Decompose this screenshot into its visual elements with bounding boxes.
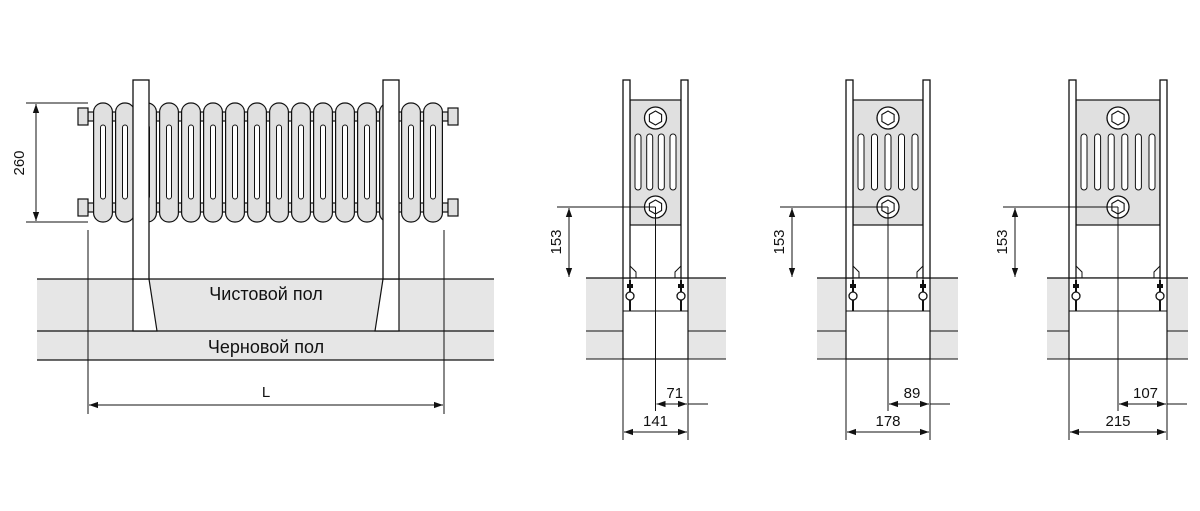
section-slot	[254, 124, 260, 200]
left-leg	[132, 79, 150, 280]
section-slot	[364, 124, 370, 200]
right-bolt-icon	[918, 291, 928, 301]
center-height-label: 153	[994, 229, 1011, 254]
section-slot	[210, 124, 216, 200]
left-top-plug	[77, 107, 89, 126]
body-slot	[884, 133, 892, 191]
center-height-label: 153	[771, 229, 788, 254]
section-slot	[320, 124, 326, 200]
right-post	[680, 79, 689, 279]
rough-floor-band	[37, 331, 494, 360]
right-bolt-icon	[676, 291, 686, 301]
right-top-plug	[447, 107, 459, 126]
section-slot	[122, 124, 128, 200]
body-slot	[898, 133, 905, 191]
section-slot	[166, 124, 172, 200]
length-dimension-label: L	[262, 384, 270, 401]
section-slot	[188, 124, 194, 200]
left-bolt-icon	[848, 291, 858, 301]
offset-dimension-label: 107	[1133, 385, 1158, 402]
body-slot	[657, 133, 665, 191]
body-slot	[669, 133, 677, 191]
body-slot	[1094, 133, 1102, 191]
height-dimension-label: 260	[11, 150, 28, 175]
front-view: 260 L Чистовой пол Черновой пол	[11, 79, 494, 414]
left-post	[845, 79, 854, 279]
section-slot	[232, 124, 238, 200]
body-slot	[646, 133, 654, 191]
body-slot	[1148, 133, 1156, 191]
depth-dimension-label: 178	[875, 413, 900, 430]
depth-dimension-label: 215	[1105, 413, 1130, 430]
side-view-1: 153 141 71	[548, 79, 726, 440]
right-bottom-plug	[447, 198, 459, 217]
section-slot	[298, 124, 304, 200]
left-post	[1068, 79, 1077, 279]
body-slot	[857, 133, 865, 191]
offset-dimension-label: 71	[666, 385, 683, 402]
right-post	[1159, 79, 1168, 279]
top-nut-icon	[643, 106, 668, 130]
left-bolt-icon	[1071, 291, 1081, 301]
section-slot	[100, 124, 106, 200]
depth-dimension-label: 141	[643, 413, 668, 430]
section-slot	[408, 124, 414, 200]
section-slot	[342, 124, 348, 200]
finish-floor-band	[37, 279, 494, 331]
finish-floor-label: Чистовой пол	[209, 284, 322, 304]
body-slot	[1080, 133, 1088, 191]
section-slot	[430, 124, 436, 200]
left-post	[622, 79, 631, 279]
body-slot	[1107, 133, 1115, 191]
left-bolt-icon	[625, 291, 635, 301]
right-leg	[382, 79, 400, 280]
center-height-label: 153	[548, 229, 565, 254]
body-slot	[871, 133, 878, 191]
body-slot	[634, 133, 642, 191]
left-bottom-plug	[77, 198, 89, 217]
body-slot	[1134, 133, 1142, 191]
top-nut-icon	[876, 106, 900, 130]
right-bolt-icon	[1155, 291, 1165, 301]
body-slot	[911, 133, 919, 191]
offset-dimension-label: 89	[904, 385, 921, 402]
body-slot	[1121, 133, 1129, 191]
section-slot	[276, 124, 282, 200]
rough-floor-label: Черновой пол	[208, 337, 324, 357]
right-post	[922, 79, 931, 279]
top-nut-icon	[1106, 106, 1130, 130]
